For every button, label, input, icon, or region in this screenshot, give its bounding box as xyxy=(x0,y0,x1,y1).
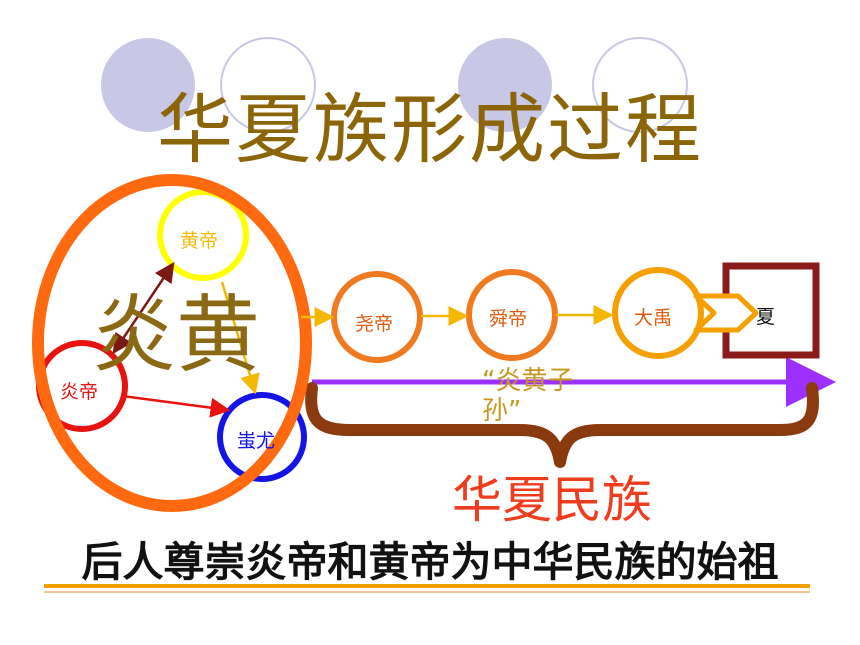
yandi-huangdi-arrow xyxy=(112,261,175,355)
yandi-label: 炎帝 xyxy=(60,381,99,403)
descendants-label: “炎黄子孙” xyxy=(482,366,574,426)
shun-circle xyxy=(466,269,558,361)
yao-label: 尧帝 xyxy=(355,313,394,335)
huangdi-circle xyxy=(157,189,249,281)
chiyou-label: 蚩尤 xyxy=(237,430,276,452)
huaxia-brace xyxy=(305,382,819,468)
huangdi-label: 黄帝 xyxy=(180,230,219,252)
decor-circle-4 xyxy=(592,37,688,133)
huaxia-label: 华夏民族 xyxy=(452,471,652,529)
page-title: 华夏族形成过程 xyxy=(157,85,703,174)
shun-label: 舜帝 xyxy=(489,308,528,330)
huangdi-chiyou-arrow xyxy=(220,281,260,395)
yu-circle xyxy=(612,267,704,359)
decor-circle-2 xyxy=(220,37,316,133)
decor-circle-1 xyxy=(101,38,195,132)
yu-label: 大禹 xyxy=(634,307,673,329)
chiyou-circle xyxy=(217,392,307,482)
conclusion-text: 后人尊崇炎帝和黄帝为中华民族的始祖 xyxy=(81,538,779,586)
yanhuang-big-label: 炎黄 xyxy=(92,286,261,384)
decor-circle-3 xyxy=(458,38,552,132)
yu-xia-chevron xyxy=(693,293,759,333)
yanhuang-ellipse xyxy=(32,174,312,512)
xia-label: 夏 xyxy=(756,306,776,328)
yandi-chiyou-arrow xyxy=(121,394,231,418)
